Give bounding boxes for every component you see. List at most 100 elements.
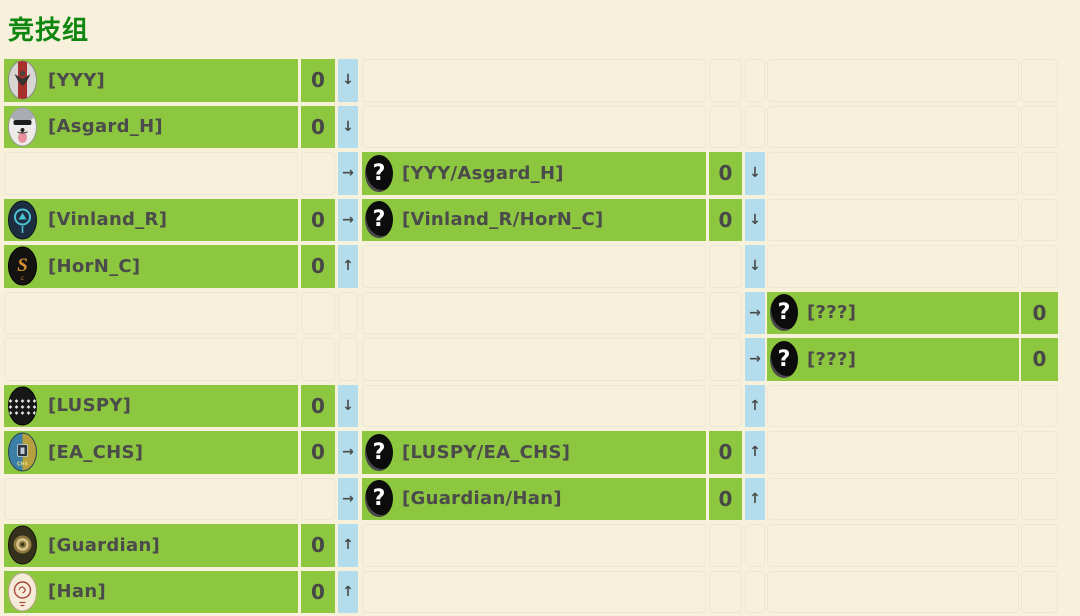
match-bar-vinland-horn[interactable]: ? [Vinland_R/HorN_C] [362,198,706,241]
empty-cell [767,105,1019,148]
match-score: 0 [1021,338,1058,381]
arrow-right-cell: → [338,198,358,241]
bracket-row: → ? [???] 0 [4,338,1080,381]
team-name: [LUSPY] [48,395,132,417]
empty-cell [709,245,742,288]
bracket-row: [YYY] 0 ↓ [4,59,1080,102]
empty-cell [767,477,1019,520]
empty-cell [338,291,358,334]
arrow-up-cell: ↑ [745,431,765,474]
empty-cell [709,524,742,567]
team-name: [YYY] [48,69,106,91]
team-bar-luspy[interactable]: [LUSPY] [4,384,298,427]
final-bar-1[interactable]: ? [???] [767,291,1019,334]
arrow-down-cell: ↓ [745,245,765,288]
empty-cell [1021,198,1058,241]
bracket-row: [Han] 0 ↑ [4,570,1080,613]
empty-cell [362,524,706,567]
empty-cell [709,384,742,427]
empty-cell [1021,477,1058,520]
unknown-team-icon: ? [770,294,798,332]
yyy-clan-icon [7,60,38,100]
arrow-right-cell: → [745,291,765,334]
arrow-up-cell: ↑ [745,477,765,520]
arrow-up-cell: ↑ [338,570,358,613]
empty-cell [4,152,298,195]
arrow-right-cell: → [338,431,358,474]
empty-cell [767,384,1019,427]
match-bar-guardian-han[interactable]: ? [Guardian/Han] [362,477,706,520]
arrow-right-cell: → [338,477,358,520]
empty-cell [1021,152,1058,195]
empty-cell [301,338,335,381]
svg-text:S: S [17,255,28,276]
empty-cell [745,570,765,613]
unknown-team-icon: ? [365,154,393,192]
match-name: [???] [807,302,857,324]
empty-cell [767,59,1019,102]
team-name: [HorN_C] [48,255,141,277]
bracket-row: [Vinland_R] 0 → ? [Vinland_R/HorN_C] 0 ↓ [4,198,1080,241]
empty-cell [4,338,298,381]
team-bar-han[interactable]: [Han] [4,570,298,613]
empty-cell [301,152,335,195]
empty-cell [362,338,706,381]
team-score: 0 [301,570,335,613]
empty-cell [1021,524,1058,567]
team-name: [EA_CHS] [48,441,144,463]
empty-cell [362,59,706,102]
arrow-up-cell: ↑ [745,384,765,427]
unknown-team-icon: ? [365,433,393,471]
guardian-clan-icon [7,525,38,565]
empty-cell [709,59,742,102]
empty-cell [745,59,765,102]
empty-cell [745,524,765,567]
team-bar-vinland[interactable]: [Vinland_R] [4,198,298,241]
empty-cell [767,152,1019,195]
team-score: 0 [301,59,335,102]
match-score: 0 [709,431,742,474]
match-score: 0 [709,198,742,241]
empty-cell [362,291,706,334]
team-bar-asgard[interactable]: [Asgard_H] [4,105,298,148]
asgard-clan-icon [7,107,38,147]
match-bar-yyy-asgard[interactable]: ? [YYY/Asgard_H] [362,152,706,195]
arrow-up-cell: ↑ [338,245,358,288]
bracket-row: → ? [YYY/Asgard_H] 0 ↓ [4,152,1080,195]
empty-cell [709,291,742,334]
unknown-team-icon: ? [365,201,393,239]
empty-cell [709,570,742,613]
team-bar-yyy[interactable]: [YYY] [4,59,298,102]
final-bar-2[interactable]: ? [???] [767,338,1019,381]
empty-cell [362,105,706,148]
unknown-team-icon: ? [770,340,798,378]
match-name: [???] [807,348,857,370]
empty-cell [709,338,742,381]
empty-cell [1021,570,1058,613]
team-score: 0 [301,198,335,241]
bracket-row: → ? [Guardian/Han] 0 ↑ [4,477,1080,520]
empty-cell [767,198,1019,241]
team-bar-guardian[interactable]: [Guardian] [4,524,298,567]
match-bar-luspy-eachs[interactable]: ? [LUSPY/EA_CHS] [362,431,706,474]
arrow-up-cell: ↑ [338,524,358,567]
match-name: [Vinland_R/HorN_C] [402,209,604,231]
empty-cell [1021,59,1058,102]
unknown-team-icon: ? [365,480,393,518]
empty-cell [362,384,706,427]
han-clan-icon [7,572,38,612]
empty-cell [1021,384,1058,427]
empty-cell [338,338,358,381]
bracket-row: [Guardian] 0 ↑ [4,524,1080,567]
empty-cell [4,291,298,334]
team-bar-ea-chs[interactable]: CHS [EA_CHS] [4,431,298,474]
team-score: 0 [301,384,335,427]
bracket-row: CHS [EA_CHS] 0 → ? [LUSPY/EA_CHS] 0 ↑ [4,431,1080,474]
arrow-down-cell: ↓ [338,59,358,102]
match-name: [LUSPY/EA_CHS] [402,441,571,463]
empty-cell [745,105,765,148]
team-score: 0 [301,105,335,148]
